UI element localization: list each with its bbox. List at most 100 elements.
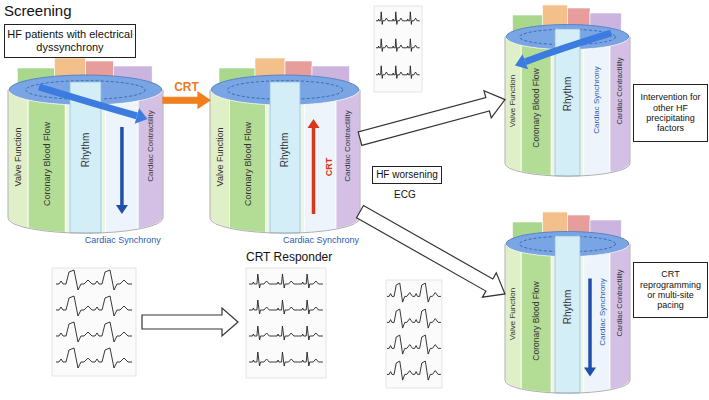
rhythm-column [270,82,300,233]
front-panel [505,37,521,172]
ecg-row [249,326,323,340]
front-panel [580,49,584,176]
box-text: HF worsening [376,169,438,181]
front-panel [266,104,271,232]
front-panel [551,256,555,393]
factor-label: Cardiac Contractility [616,57,624,124]
factor-label: Cardiac Contractility [616,269,624,336]
factor-label: Cardiac Contractility [344,110,352,182]
outcome-arrow [358,91,505,146]
factor-label: Rhythm [563,77,573,111]
hollow-arrow [142,308,238,336]
ecg-row [387,361,441,380]
front-panel [230,100,266,233]
synchrony-arrow [120,127,124,206]
cylinder-outline [505,244,630,393]
patient-box: HF patients with electrical dyssynchrony [4,24,136,58]
cylinder-outline [8,90,163,233]
factor-label: Coronary Blood Flow [42,122,51,206]
arrow-label: CRT [174,80,199,94]
front-panel [610,37,630,173]
front-panel [65,104,70,232]
synchrony-arrow [588,279,592,369]
flow-arrow [39,87,137,116]
factor-label: Coronary Blood Flow [243,122,252,206]
front-panel [305,101,337,233]
factor-cylinder: Valve FunctionCoronary Blood FlowRhythmC… [8,58,163,250]
factor-cylinder: Valve Function Coronary Blood Flow Rhythm C… [505,5,630,177]
factor-label: Rhythm [280,132,290,166]
ecg-paper [386,280,442,388]
ecg-strip [374,6,422,92]
cylinder-outline [505,37,630,176]
outcome-arrow [357,206,505,298]
ecg-row [376,66,420,79]
factor-label: Rhythm [563,289,573,323]
ecg-row [56,322,132,342]
factor-label: Cardiac Synchrony [283,236,359,245]
factor-label: Valve Function [215,127,224,186]
cylinder-outline [210,90,360,233]
flow-arrow-head [135,108,148,123]
front-panel [300,104,305,232]
factor-label: Cardiac Contractility [147,110,155,182]
rhythm-column [555,236,580,393]
synchrony-arrow-head [116,205,128,214]
front-panel [610,244,630,390]
front-panel [584,253,610,393]
box-text: CRT reprogramming or multi-site pacing [636,269,705,310]
front-panel [8,90,28,228]
ecg-row [376,12,420,25]
factor-label: Valve Function [509,75,517,127]
status-box: HF worsening [372,166,442,184]
ecg-row [56,348,132,368]
action-box: CRT reprogramming or multi-site pacing [633,262,708,318]
front-panel [505,244,521,389]
synchrony-arrow-head [308,119,320,128]
box-text: Intervention for other HF precipitating … [636,92,705,133]
ecg-row [376,39,420,52]
front-panel [210,90,230,228]
front-panel [138,90,163,229]
ecg-row [387,309,441,328]
ecg-row [249,352,323,366]
ecg-paper [374,6,422,92]
figure-title: Screening [4,2,72,19]
front-panel [101,104,106,232]
annotation-label: ECG [394,189,416,200]
therapy-arrow [163,92,210,108]
action-box: Intervention for other HF precipitating … [633,84,708,142]
ecg-paper [52,268,136,376]
ecg-strip [246,268,326,378]
ecg-row [56,296,132,316]
front-panel [28,100,65,233]
factor-label: Rhythm [81,132,91,166]
front-panel [336,90,360,229]
factor-label: Coronary Blood Flow [532,282,541,361]
factor-label: Cardiac Synchrony [85,236,161,245]
ecg-row [387,335,441,354]
synchrony-arrow-head [584,368,596,377]
factor-label: CRT [324,158,333,177]
factor-label: Cardiac Synchrony [599,278,607,346]
front-panel [551,49,555,176]
factor-label: Valve Function [509,288,517,340]
factor-label: Coronary Blood Flow [532,69,541,148]
flow-arrow-head [515,54,528,69]
ecg-row [387,283,441,302]
annotation-label: CRT Responder [246,250,332,264]
box-text: HF patients with electrical dyssynchrony [7,28,133,53]
ecg-paper [246,268,326,378]
factor-cylinder: Valve FunctionCoronary Blood FlowRhythmC… [210,58,360,250]
ecg-row [56,270,132,290]
front-panel [521,252,551,392]
synchrony-arrow [312,127,316,214]
front-panel [580,256,584,393]
ecg-row [249,300,323,314]
ecg-row [249,274,323,288]
flow-arrow [525,33,611,62]
factor-label: Cardiac Synchrony [593,66,601,134]
factor-label: Valve Function [14,127,23,186]
front-panel [106,101,139,233]
